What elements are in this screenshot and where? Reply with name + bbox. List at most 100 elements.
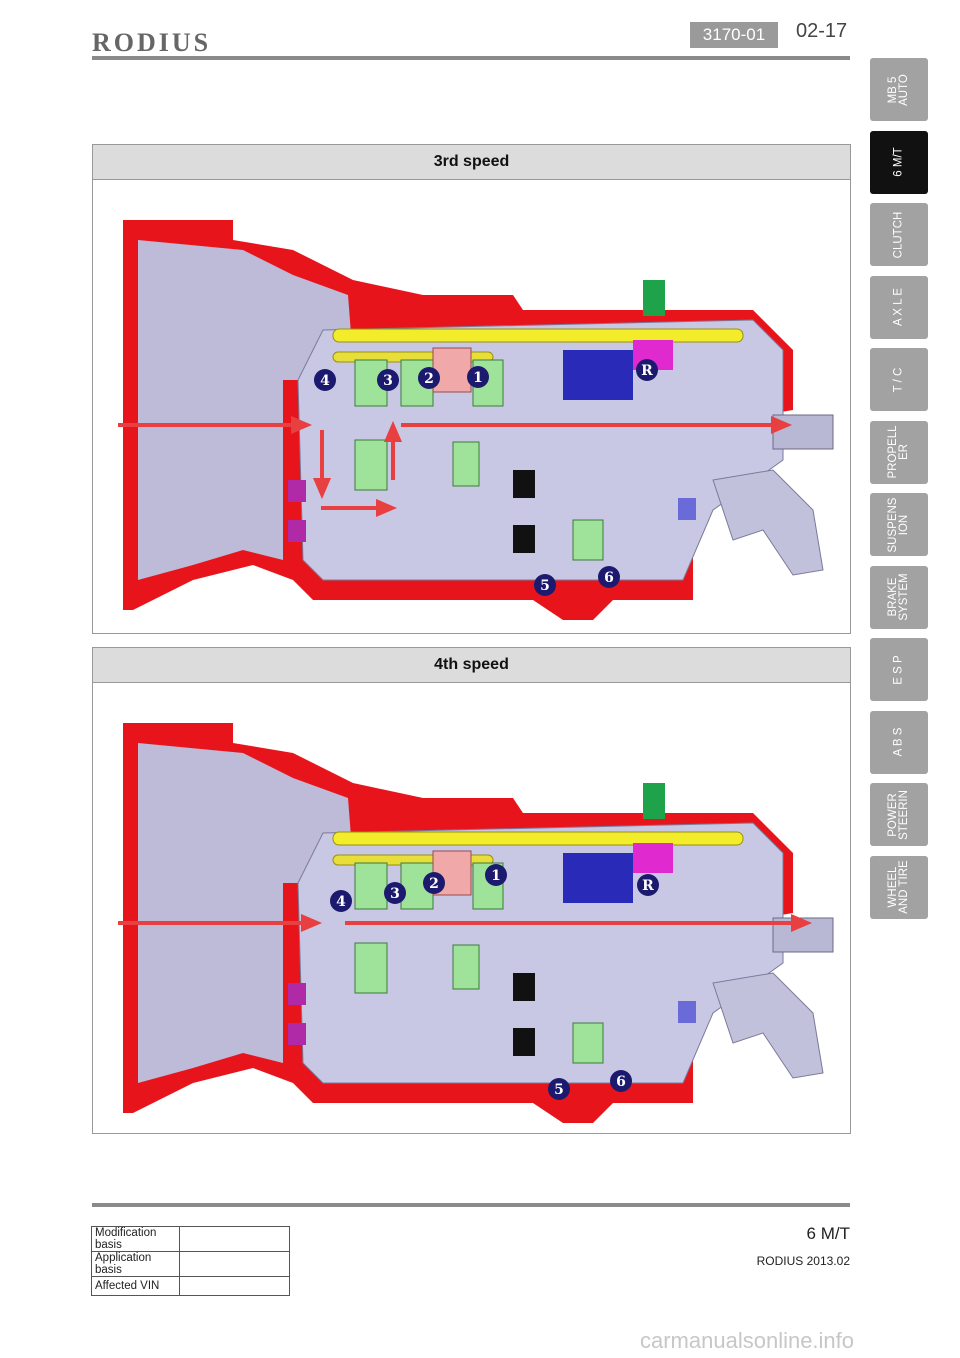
- watermark: carmanualsonline.info: [640, 1328, 855, 1353]
- tab-6mt[interactable]: 6 M/T: [870, 130, 928, 194]
- arrowhead: [383, 420, 403, 442]
- shift-lever-stub: [643, 783, 665, 819]
- tab-axle[interactable]: A X L E: [870, 275, 928, 339]
- bearing-lower: [288, 1023, 306, 1045]
- marker-reverse: R: [642, 878, 654, 894]
- figure-3rd-speed: 3rd speed: [92, 144, 851, 634]
- tab-suspension[interactable]: SUSPENS ION: [870, 493, 928, 556]
- row-label: Affected VIN: [91, 1276, 180, 1296]
- marker-5: 5: [554, 1082, 564, 1098]
- tab-label: WHEEL AND TIRE: [887, 860, 910, 914]
- marker-2: 2: [424, 371, 434, 387]
- marker-5: 5: [540, 578, 550, 594]
- tab-label: POWER STEERIN: [887, 789, 910, 840]
- page-number: 02-17: [796, 20, 848, 42]
- table-row: Affected VIN: [91, 1276, 290, 1296]
- row-label: Modification basis: [91, 1226, 180, 1252]
- shift-lever-stub: [643, 280, 665, 316]
- tab-label: PROPELL ER: [887, 425, 910, 479]
- gearbox-diagram-4th: 4 3 2 1 R 5 6: [118, 723, 834, 1123]
- row-value: [179, 1276, 290, 1296]
- rear-bearing: [678, 1001, 696, 1023]
- bearing-upper: [288, 480, 306, 502]
- table-row: Modification basis: [91, 1226, 290, 1252]
- gearbox-diagram-3rd: 4 3 2 1 R 5 6: [118, 220, 834, 620]
- tab-power-steering[interactable]: POWER STEERIN: [870, 783, 928, 846]
- row-label: Application basis: [91, 1251, 180, 1277]
- tab-label: BRAKE SYSTEM: [887, 573, 910, 621]
- arrowhead: [301, 913, 323, 933]
- counter-gear-a: [354, 439, 388, 491]
- section-tabs: MB 5 AUTO 6 M/T CLUTCH A X L E T / C PRO…: [870, 58, 928, 928]
- section-code-badge: 3170-01: [690, 22, 778, 48]
- tab-label: E S P: [892, 654, 905, 685]
- marker-6: 6: [616, 1074, 626, 1090]
- figure-4th-speed: 4th speed 4 3 2: [92, 647, 851, 1134]
- rear-mount: [712, 972, 824, 1079]
- marker-1: 1: [491, 868, 501, 884]
- countershaft-upper: [332, 831, 744, 846]
- tab-label: CLUTCH: [892, 211, 905, 258]
- tab-label: 6 M/T: [892, 147, 905, 177]
- tab-label: A X L E: [892, 288, 905, 326]
- counter-gear-d: [513, 525, 535, 553]
- bearing-lower: [288, 520, 306, 542]
- table-row: Application basis: [91, 1251, 290, 1277]
- tab-wheel-and-tire[interactable]: WHEEL AND TIRE: [870, 855, 928, 919]
- marker-4: 4: [336, 894, 346, 910]
- counter-gear-e: [572, 1022, 604, 1064]
- reverse-idler: [633, 843, 673, 873]
- rear-bearing: [678, 498, 696, 520]
- counter-gear-b: [452, 441, 480, 487]
- arrowhead: [791, 913, 813, 933]
- tab-transfer-case[interactable]: T / C: [870, 348, 928, 411]
- marker-reverse: R: [641, 363, 653, 379]
- tab-abs[interactable]: A B S: [870, 710, 928, 774]
- tab-mb5-auto[interactable]: MB 5 AUTO: [870, 58, 928, 121]
- row-value: [179, 1251, 290, 1277]
- arrowhead: [376, 498, 398, 518]
- counter-gear-c: [513, 470, 535, 498]
- rear-mount: [712, 469, 824, 576]
- bell-housing-interior: [138, 743, 353, 1083]
- tab-label: A B S: [892, 727, 905, 757]
- gear-4: [354, 862, 388, 910]
- marker-3: 3: [383, 373, 393, 389]
- arrowhead: [771, 415, 793, 435]
- tab-brake-system[interactable]: BRAKE SYSTEM: [870, 565, 928, 629]
- figure-title: 3rd speed: [93, 145, 850, 180]
- output-flange: [772, 414, 834, 450]
- counter-gear-e: [572, 519, 604, 561]
- countershaft-upper: [332, 328, 744, 343]
- arrowhead: [312, 478, 332, 500]
- footer-model: RODIUS 2013.02: [756, 1254, 850, 1268]
- counter-gear-c: [513, 973, 535, 1001]
- figure-title: 4th speed: [93, 648, 850, 683]
- marker-6: 6: [604, 570, 614, 586]
- modification-table: Modification basis Application basis Aff…: [91, 1226, 290, 1296]
- tab-label: T / C: [892, 367, 905, 392]
- tab-label: MB 5 AUTO: [887, 73, 910, 106]
- tab-clutch[interactable]: CLUTCH: [870, 203, 928, 266]
- footer-divider: [92, 1203, 850, 1207]
- marker-1: 1: [473, 370, 483, 386]
- tab-propeller[interactable]: PROPELL ER: [870, 420, 928, 484]
- brand-logo: RODIUS: [92, 28, 212, 57]
- gear-2: [432, 347, 472, 393]
- counter-gear-d: [513, 1028, 535, 1056]
- reverse-gear: [563, 350, 633, 400]
- reverse-gear: [563, 853, 633, 903]
- footer-section-name: 6 M/T: [806, 1224, 850, 1243]
- arrowhead: [291, 415, 313, 435]
- tab-esp[interactable]: E S P: [870, 638, 928, 701]
- tab-label: SUSPENS ION: [887, 497, 910, 552]
- marker-3: 3: [390, 886, 400, 902]
- bell-housing-interior: [138, 240, 353, 580]
- row-value: [179, 1226, 290, 1252]
- header-divider: [92, 56, 850, 60]
- marker-2: 2: [429, 876, 439, 892]
- bearing-upper: [288, 983, 306, 1005]
- counter-gear-a: [354, 942, 388, 994]
- marker-4: 4: [320, 373, 330, 389]
- counter-gear-b: [452, 944, 480, 990]
